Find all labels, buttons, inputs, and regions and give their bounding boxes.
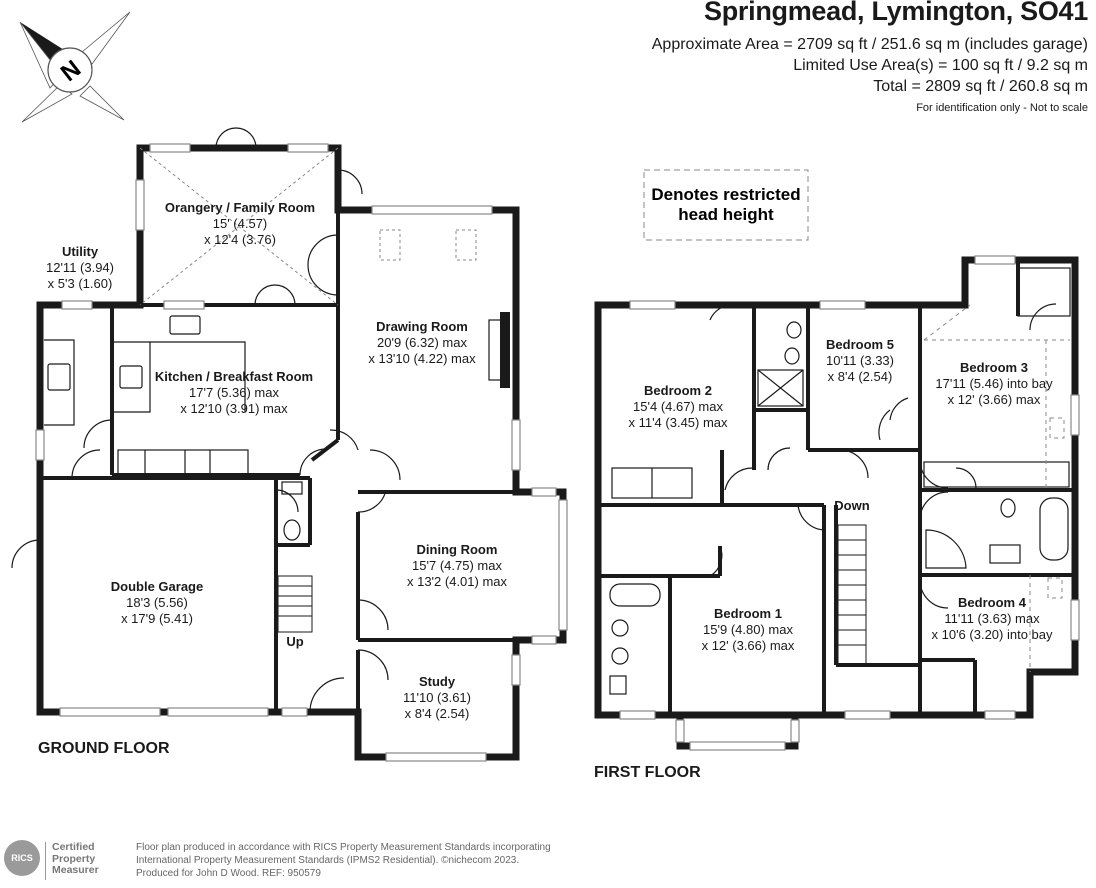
- room-dim: x 13'2 (4.01) max: [407, 574, 508, 589]
- ground-floor-label: GROUND FLOOR: [38, 740, 170, 757]
- legend-line2: head height: [678, 205, 774, 224]
- room-dim: 18'3 (5.56): [126, 595, 188, 610]
- room-bedroom1: Bedroom 1 15'9 (4.80) max x 12' (3.66) m…: [702, 606, 795, 653]
- room-bedroom3: Bedroom 3 17'11 (5.46) into bay x 12' (3…: [935, 360, 1053, 407]
- rics-certification-badge: RICS Certified Property Measurer: [0, 836, 128, 884]
- room-dim: 11'10 (3.61): [403, 690, 471, 705]
- room-bedroom2: Bedroom 2 15'4 (4.67) max x 11'4 (3.45) …: [628, 383, 728, 430]
- room-dim: 17'7 (5.36) max: [189, 385, 279, 400]
- room-dim: x 13'10 (4.22) max: [368, 351, 476, 366]
- room-dim: x 12' (3.66) max: [948, 392, 1041, 407]
- page-title: Springmead, Lymington, SO41: [704, 0, 1088, 26]
- footer-line: Produced for John D Wood. REF: 950579: [136, 868, 321, 879]
- room-dim: 12'11 (3.94): [46, 260, 114, 275]
- room-dim: x 17'9 (5.41): [121, 611, 193, 626]
- footer-line: Floor plan produced in accordance with R…: [136, 842, 551, 853]
- room-name: Bedroom 5: [826, 337, 894, 352]
- footer-disclaimer: Floor plan produced in accordance with R…: [136, 841, 551, 880]
- area-approximate: Approximate Area = 2709 sq ft / 251.6 sq…: [651, 36, 1088, 53]
- room-dim: x 10'6 (3.20) into bay: [932, 627, 1053, 642]
- legend-line1: Denotes restricted: [651, 185, 800, 204]
- room-dim: x 8'4 (2.54): [828, 369, 893, 384]
- room-name: Drawing Room: [376, 319, 468, 334]
- cert-line: Measurer: [52, 864, 99, 876]
- room-name: Bedroom 2: [644, 383, 712, 398]
- room-name: Kitchen / Breakfast Room: [155, 369, 313, 384]
- footer-line: International Property Measurement Stand…: [136, 855, 520, 866]
- room-orangery: Orangery / Family Room 15' (4.57) x 12'4…: [165, 200, 315, 247]
- room-dining: Dining Room 15'7 (4.75) max x 13'2 (4.01…: [407, 542, 508, 589]
- room-dim: x 5'3 (1.60): [48, 276, 113, 291]
- room-garage: Double Garage 18'3 (5.56) x 17'9 (5.41): [111, 579, 203, 626]
- room-name: Dining Room: [417, 542, 498, 557]
- area-limited-use: Limited Use Area(s) = 100 sq ft / 9.2 sq…: [793, 57, 1088, 74]
- room-name: Utility: [62, 244, 99, 259]
- room-name: Bedroom 1: [714, 606, 782, 621]
- first-floor-plan: [594, 255, 1080, 751]
- room-bedroom5: Bedroom 5 10'11 (3.33) x 8'4 (2.54): [826, 337, 894, 384]
- first-floor-label: FIRST FLOOR: [594, 764, 701, 781]
- certified-measurer-text: Certified Property Measurer: [52, 841, 99, 877]
- room-name: Bedroom 3: [960, 360, 1028, 375]
- area-total: Total = 2809 sq ft / 260.8 sq m: [873, 78, 1088, 95]
- identification-note: For identification only - Not to scale: [916, 102, 1088, 114]
- room-dim: 15'4 (4.67) max: [633, 399, 723, 414]
- room-bedroom4: Bedroom 4 11'11 (3.63) max x 10'6 (3.20)…: [932, 595, 1053, 642]
- room-dim: 11'11 (3.63) max: [944, 611, 1040, 626]
- stairs-up-label: Up: [286, 634, 303, 649]
- room-kitchen: Kitchen / Breakfast Room 17'7 (5.36) max…: [155, 369, 313, 416]
- room-dim: x 11'4 (3.45) max: [628, 415, 728, 430]
- rics-logo: RICS: [4, 840, 40, 876]
- room-name: Orangery / Family Room: [165, 200, 315, 215]
- cert-line: Certified: [52, 841, 95, 853]
- room-dim: 15'9 (4.80) max: [703, 622, 793, 637]
- room-dim: x 12'10 (3.91) max: [180, 401, 288, 416]
- badge-divider: [45, 842, 46, 880]
- room-drawing: Drawing Room 20'9 (6.32) max x 13'10 (4.…: [368, 319, 476, 366]
- room-dim: x 8'4 (2.54): [405, 706, 470, 721]
- stairs-down-label: Down: [834, 498, 869, 513]
- room-dim: 15' (4.57): [213, 216, 268, 231]
- room-dim: 17'11 (5.46) into bay: [935, 376, 1053, 391]
- room-dim: 10'11 (3.33): [826, 353, 894, 368]
- room-dim: 15'7 (4.75) max: [412, 558, 502, 573]
- room-dim: 20'9 (6.32) max: [377, 335, 467, 350]
- ground-floor-plan: [11, 127, 568, 762]
- room-name: Bedroom 4: [958, 595, 1027, 610]
- cert-line: Property: [52, 852, 96, 865]
- room-name: Study: [419, 674, 456, 689]
- room-dim: x 12' (3.66) max: [702, 638, 795, 653]
- room-study: Study 11'10 (3.61) x 8'4 (2.54): [403, 674, 471, 721]
- room-utility: Utility 12'11 (3.94) x 5'3 (1.60): [46, 244, 114, 291]
- compass-rose-icon: N: [19, 11, 131, 123]
- restricted-height-legend: Denotes restricted head height: [643, 169, 809, 241]
- room-dim: x 12'4 (3.76): [204, 232, 276, 247]
- room-name: Double Garage: [111, 579, 203, 594]
